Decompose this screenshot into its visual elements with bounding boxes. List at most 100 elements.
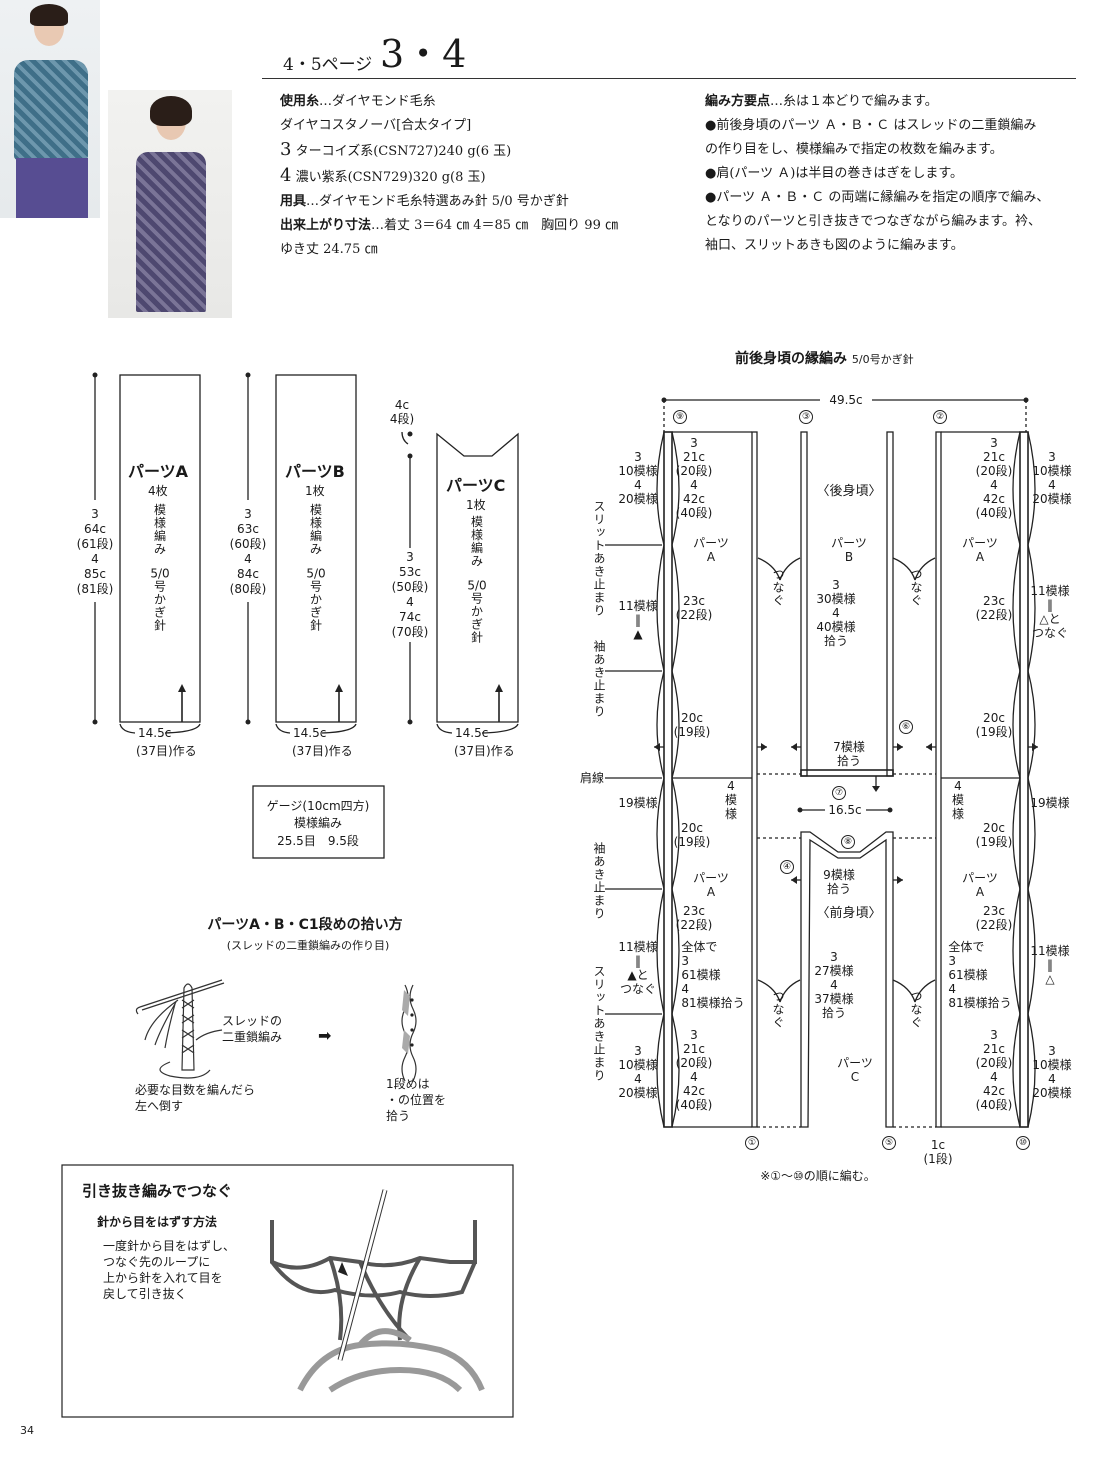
label: 4 模 様 bbox=[724, 779, 738, 821]
part-b-count: 1枚 bbox=[305, 484, 325, 498]
pickup-title: パーツA・B・C1段めの拾い方 bbox=[207, 917, 403, 933]
label: パーツ A bbox=[693, 871, 729, 899]
color4-num: 4 bbox=[280, 165, 292, 186]
join-body: 一度針から目をはずし、 つなぐ先のループに 上から針を入れて目を 戻して引き抜く bbox=[103, 1239, 236, 1301]
label: パーツ A bbox=[693, 536, 729, 564]
page-ref: 4・5ページ bbox=[283, 55, 373, 75]
instruction-line: の作り目をし、模様編みで指定の枚数を編みます。 bbox=[705, 142, 1003, 157]
label: 3 21c (20段) 4 42c (40段) bbox=[675, 1028, 713, 1112]
color3: ターコイズ系(CSN727)240 g(6 玉) bbox=[295, 144, 512, 159]
step-7: ⑦ bbox=[832, 786, 846, 800]
assembly-title-text: 前後身頃の縁編み bbox=[735, 351, 847, 367]
edge-width: 1c (1段) bbox=[923, 1138, 953, 1166]
label: パーツ A bbox=[962, 871, 998, 899]
label: 11模様 ‖ ▲ bbox=[618, 599, 658, 641]
label: 3 27模様 4 37模様 拾う bbox=[814, 950, 854, 1020]
join-label: つなぐ bbox=[909, 568, 923, 607]
slip-stitch-illustration bbox=[270, 1220, 477, 1342]
join-subtitle: 針から目をはずす方法 bbox=[97, 1215, 218, 1229]
label: 3 10模様 4 20模様 bbox=[618, 1044, 658, 1100]
label: 11模様 ‖ △と つなぐ bbox=[1030, 584, 1070, 640]
total-width: 49.5c bbox=[825, 393, 867, 407]
part-b-cast: (37目)作る bbox=[292, 744, 353, 758]
chain-label: スレッドの 二重鎖編み bbox=[222, 1014, 283, 1044]
label: 3 10模様 4 20模様 bbox=[1032, 1044, 1072, 1100]
join-box bbox=[61, 1164, 514, 1418]
label: パーツ B bbox=[831, 536, 867, 564]
neck-width: 16.5c bbox=[828, 803, 862, 817]
instruction-line: ●パーツ Ａ・Ｂ・Ｃ の両端に縁編みを指定の順序で編み、 bbox=[705, 190, 1050, 205]
part-b-title: パーツB bbox=[285, 462, 345, 481]
size2: ゆき丈 24.75 ㎝ bbox=[280, 242, 378, 257]
tools: …ダイヤモンド毛糸特選あみ針 5/0 号かぎ針 bbox=[306, 194, 569, 209]
gauge-title: ゲージ(10cm四方) bbox=[266, 799, 370, 813]
label: パーツ A bbox=[962, 536, 998, 564]
label: 3 21c (20段) 4 42c (40段) bbox=[975, 1028, 1013, 1112]
part-a-hook: 5/0 号 か ぎ 針 bbox=[150, 566, 170, 633]
color4: 濃い紫系(CSN729)320 g(8 玉) bbox=[295, 170, 486, 185]
label: 7模様 拾う bbox=[833, 740, 865, 768]
assembly-title: 前後身頃の縁編み 5/0号かぎ針 bbox=[735, 348, 914, 368]
part-c-count: 1枚 bbox=[466, 498, 486, 512]
join-title: 引き抜き編みでつなぐ bbox=[82, 1182, 233, 1200]
tools-label: 用具 bbox=[280, 194, 307, 209]
slit-stop-label: スリットあき止まり bbox=[592, 965, 606, 1082]
gauge-values: 25.5目 9.5段 bbox=[277, 834, 359, 848]
label: 3 10模様 4 20模様 bbox=[618, 450, 658, 506]
part-c-title: パーツC bbox=[446, 476, 506, 495]
instructions: 編み方要点…糸は１本どりで編みます。 ●前後身頃のパーツ Ａ・Ｂ・Ｃ はスレッド… bbox=[705, 90, 1049, 258]
label: パーツ C bbox=[837, 1056, 873, 1084]
yarn-name: ダイヤコスタノーバ[合太タイプ] bbox=[280, 118, 472, 133]
join-label: つなぐ bbox=[771, 990, 785, 1029]
part-b-hook: 5/0 号 か ぎ 針 bbox=[306, 566, 326, 633]
label: 20c (19段) bbox=[975, 711, 1013, 739]
label: 3 21c (20段) 4 42c (40段) bbox=[975, 436, 1013, 520]
label: 3 30模様 4 40模様 拾う bbox=[816, 578, 856, 648]
part-a-cast: (37目)作る bbox=[136, 744, 197, 758]
join-label: つなぐ bbox=[771, 568, 785, 607]
page-number: 34 bbox=[20, 1424, 34, 1437]
step-10: ⑩ bbox=[1016, 1136, 1030, 1150]
join-label: つなぐ bbox=[909, 990, 923, 1029]
pickup-left-note: 必要な目数を編んだら 左へ倒す bbox=[135, 1083, 256, 1113]
step-2: ② bbox=[933, 410, 947, 424]
part-a-count: 4枚 bbox=[148, 484, 168, 498]
label: 11模様 ‖ ▲と つなぐ bbox=[618, 940, 658, 996]
front-body-label: 〈前身頃〉 bbox=[816, 906, 882, 921]
materials: 使用糸…ダイヤモンド毛糸 ダイヤコスタノーバ[合太タイプ] 3 ターコイズ系(C… bbox=[280, 90, 618, 262]
part-c-width: 14.5c bbox=[455, 726, 489, 740]
arrow-right-icon: ➡ bbox=[318, 1026, 332, 1045]
slit-stop-label: スリットあき止まり bbox=[592, 500, 606, 617]
label: 全体で 3 61模様 4 81模様拾う bbox=[948, 940, 1012, 1010]
instruction-line: ●前後身頃のパーツ Ａ・Ｂ・Ｃ はスレッドの二重鎖編み bbox=[705, 118, 1037, 133]
label: 23c (22段) bbox=[975, 904, 1013, 932]
label: 19模様 bbox=[1030, 796, 1070, 810]
part-c-neck: 4c 4段) bbox=[389, 398, 415, 426]
pattern-number: 3・4 bbox=[380, 32, 467, 76]
pickup-right-note: 1段めは ・の位置を 拾う bbox=[386, 1077, 447, 1123]
label: 全体で 3 61模様 4 81模様拾う bbox=[681, 940, 745, 1010]
part-b-shape bbox=[275, 374, 357, 723]
model-photo-4 bbox=[108, 90, 232, 318]
step-9: ⑨ bbox=[673, 410, 687, 424]
assembly-note: ※①〜⑩の順に編む。 bbox=[760, 1169, 876, 1183]
step-4: ④ bbox=[780, 860, 794, 874]
part-c-shape bbox=[436, 432, 519, 723]
label: 19模様 bbox=[618, 796, 658, 810]
step-3: ③ bbox=[799, 410, 813, 424]
model-photo-3 bbox=[0, 0, 100, 218]
label: 20c (19段) bbox=[673, 821, 711, 849]
label: 3 21c (20段) 4 42c (40段) bbox=[675, 436, 713, 520]
yarn-value: …ダイヤモンド毛糸 bbox=[319, 94, 436, 109]
label: 23c (22段) bbox=[675, 594, 713, 622]
part-c-hook: 5/0 号 か ぎ 針 bbox=[467, 578, 487, 645]
assembly-hook: 5/0号かぎ針 bbox=[851, 353, 914, 366]
instruction-line: となりのパーツと引き抜きでつなぎながら編みます。衿、 bbox=[705, 214, 1042, 229]
sleeve-stop-label: 袖あき止まり bbox=[592, 842, 606, 920]
pickup-subtitle: (スレッドの二重鎖編みの作り目) bbox=[226, 939, 390, 952]
color3-num: 3 bbox=[280, 139, 292, 160]
label: 23c (22段) bbox=[975, 594, 1013, 622]
instruction-line: ●肩(パーツ Ａ)は半目の巻きはぎをします。 bbox=[705, 166, 964, 181]
size-label: 出来上がり寸法 bbox=[280, 218, 372, 233]
back-body-label: 〈後身頃〉 bbox=[816, 484, 882, 499]
